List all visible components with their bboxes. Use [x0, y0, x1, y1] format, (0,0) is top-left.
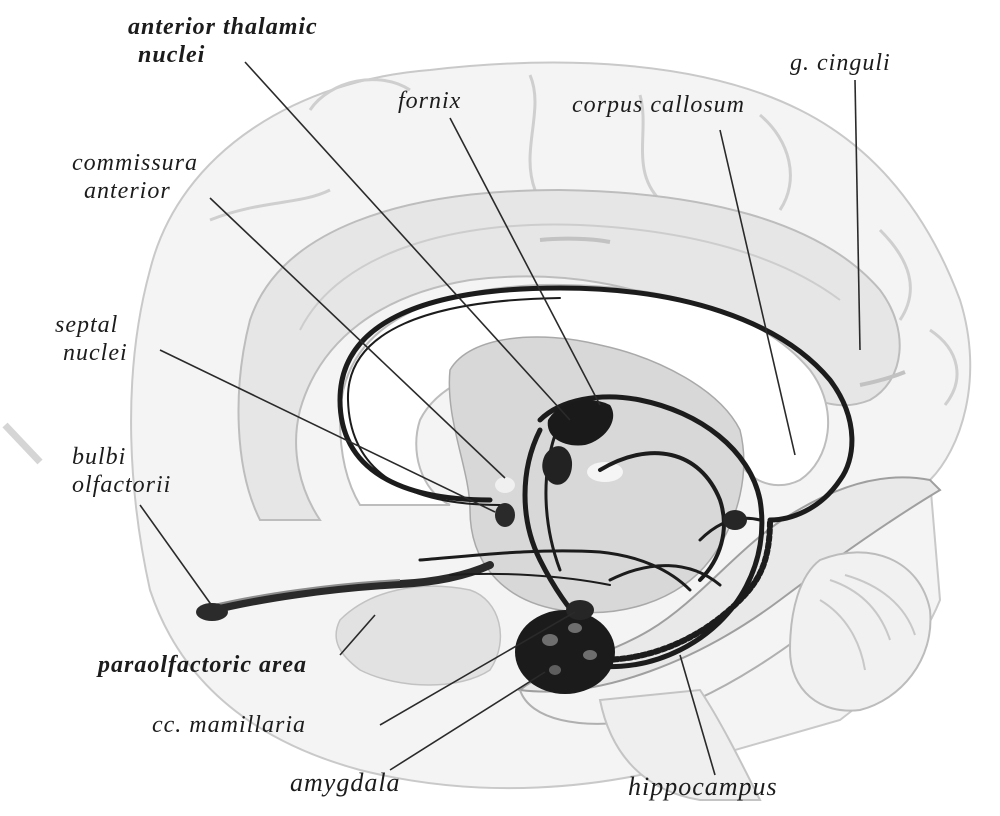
- label-corpus-callosum: corpus callosum: [572, 92, 745, 120]
- label-hippocampus: hippocampus: [628, 772, 778, 802]
- label-paraolfactoric-area: paraolfactoric area: [98, 652, 307, 680]
- label-anterior-thalamic-nuclei-line2: nuclei: [128, 42, 318, 70]
- label-anterior-thalamic-nuclei: anterior thalamic nuclei: [128, 14, 318, 69]
- cerebellum: [790, 552, 930, 710]
- label-septal-nuclei-line2: nuclei: [55, 340, 128, 368]
- label-bulbi-olfactorii-line1: bulbi: [72, 444, 171, 472]
- hippocampal-node: [723, 510, 747, 530]
- corner-mark: [5, 425, 40, 462]
- label-septal-nuclei: septal nuclei: [55, 312, 128, 367]
- mamillary-highlight: [568, 623, 582, 633]
- label-amygdala: amygdala: [290, 768, 401, 798]
- label-fornix: fornix: [398, 88, 461, 116]
- mamillary-body: [566, 600, 594, 620]
- mamillary-highlight: [583, 650, 597, 660]
- mamillary-highlight: [549, 665, 561, 675]
- label-bulbi-olfactorii: bulbi olfactorii: [72, 444, 171, 499]
- label-bulbi-olfactorii-line2: olfactorii: [72, 472, 171, 500]
- label-g-cinguli: g. cinguli: [790, 50, 891, 78]
- label-septal-nuclei-line1: septal: [55, 312, 128, 340]
- label-cc-mamillaria: cc. mamillaria: [152, 712, 306, 740]
- mamillary-highlight: [542, 634, 558, 646]
- label-commissura-anterior: commissura anterior: [72, 150, 198, 205]
- septal-nucleus: [495, 503, 515, 527]
- label-anterior-thalamic-nuclei-line1: anterior thalamic: [128, 14, 318, 42]
- label-commissura-anterior-line2: anterior: [72, 178, 198, 206]
- label-commissura-anterior-line1: commissura: [72, 150, 198, 178]
- thalamus-highlight: [495, 477, 515, 493]
